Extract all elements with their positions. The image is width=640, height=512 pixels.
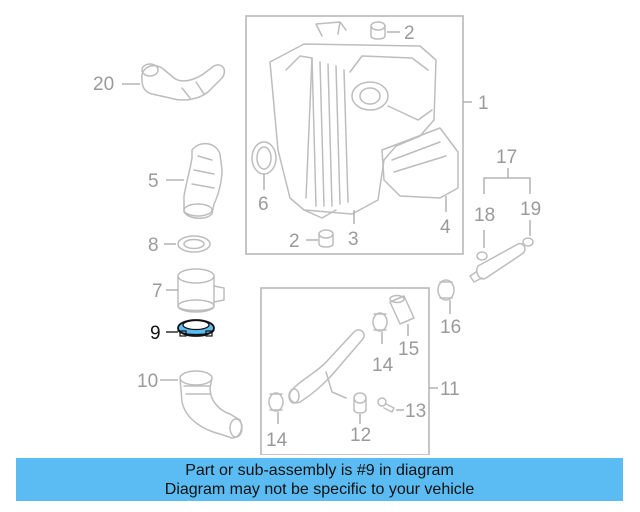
part-17-breather-pipe[interactable] bbox=[469, 237, 534, 283]
callout-10[interactable]: 10 bbox=[137, 371, 158, 392]
part-4-cover[interactable] bbox=[381, 127, 459, 199]
banner-line-1: Part or sub-assembly is #9 in diagram bbox=[185, 462, 454, 479]
callout-18[interactable]: 18 bbox=[474, 205, 495, 226]
callout-13[interactable]: 13 bbox=[405, 401, 426, 422]
callout-17-bracket bbox=[483, 168, 531, 194]
callout-3[interactable]: 3 bbox=[348, 229, 359, 250]
part-12-grommet[interactable] bbox=[353, 392, 367, 414]
air-cleaner-assembly-frame bbox=[245, 15, 464, 255]
part-2-grommet-bottom[interactable] bbox=[318, 229, 334, 248]
callout-12[interactable]: 12 bbox=[350, 425, 371, 446]
part-info-banner: Part or sub-assembly is #9 in diagram Di… bbox=[16, 458, 623, 501]
part-10-lower-hose[interactable] bbox=[179, 370, 243, 439]
part-2-grommet-top[interactable] bbox=[370, 21, 386, 40]
intake-hose-kit-frame bbox=[260, 287, 430, 455]
callout-2a[interactable]: 2 bbox=[404, 23, 415, 44]
callout-1[interactable]: 1 bbox=[478, 93, 489, 114]
part-5-intake-boot[interactable] bbox=[183, 142, 223, 219]
part-bracket-top bbox=[315, 21, 347, 37]
part-6-seal[interactable] bbox=[251, 141, 277, 175]
callout-6[interactable]: 6 bbox=[258, 194, 269, 215]
part-7-air-flow-housing[interactable] bbox=[177, 268, 225, 313]
part-14-clamp-upper[interactable] bbox=[372, 312, 388, 332]
part-1-air-cleaner-housing[interactable] bbox=[269, 43, 437, 219]
callout-17[interactable]: 17 bbox=[496, 147, 517, 168]
part-11-intake-pipe[interactable] bbox=[288, 329, 365, 404]
part-16-clamp[interactable] bbox=[437, 279, 455, 301]
banner-line-2: Diagram may not be specific to your vehi… bbox=[164, 481, 475, 498]
part-15-hose[interactable] bbox=[389, 294, 415, 325]
callout-20[interactable]: 20 bbox=[93, 74, 114, 95]
callout-9[interactable]: 9 bbox=[150, 323, 161, 344]
part-14-clamp-lower[interactable] bbox=[268, 392, 284, 412]
part-8-gasket[interactable] bbox=[177, 235, 211, 253]
part-20-intake-tube[interactable] bbox=[141, 63, 226, 101]
callout-7[interactable]: 7 bbox=[152, 281, 163, 302]
callout-15[interactable]: 15 bbox=[398, 339, 419, 360]
callout-5[interactable]: 5 bbox=[148, 171, 159, 192]
callout-19[interactable]: 19 bbox=[520, 199, 541, 220]
parts-diagram: 20 5 8 7 9 10 bbox=[93, 15, 541, 455]
part-13-valve[interactable] bbox=[377, 397, 395, 413]
callout-14b[interactable]: 14 bbox=[266, 430, 288, 451]
callout-16[interactable]: 16 bbox=[440, 317, 461, 338]
callout-8[interactable]: 8 bbox=[148, 235, 159, 256]
callout-14a[interactable]: 14 bbox=[372, 355, 394, 376]
part-9-clamp[interactable] bbox=[177, 319, 215, 337]
callout-4[interactable]: 4 bbox=[440, 217, 451, 238]
callout-11[interactable]: 11 bbox=[440, 379, 460, 400]
callout-2b[interactable]: 2 bbox=[289, 231, 300, 252]
